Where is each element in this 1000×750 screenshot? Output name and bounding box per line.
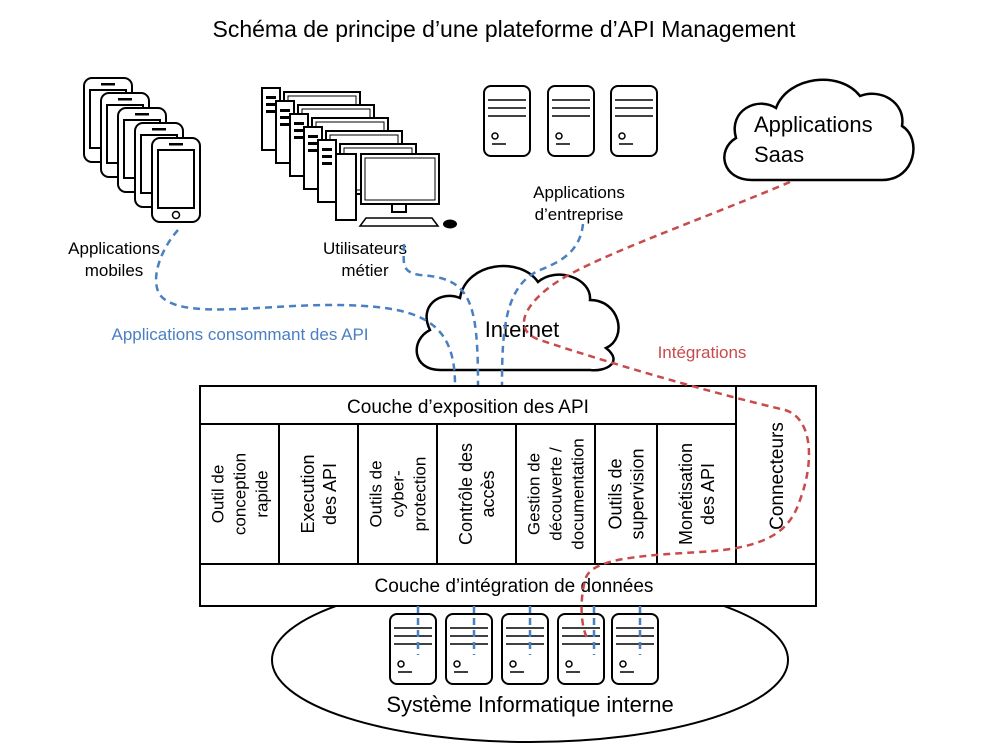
- enterprise-servers-icon: [483, 85, 658, 157]
- saas-apps-label-1: Applications: [754, 112, 873, 137]
- mobile-apps-label-2: mobiles: [85, 261, 144, 280]
- module-monitoring-line-2: supervision: [627, 448, 647, 539]
- module-api-execution-line-1: Execution: [298, 454, 318, 533]
- flow-mobile-to-exposure: [154, 229, 457, 386]
- modules-box: [199, 423, 737, 565]
- module-cyber-protection-line-1: Outils de: [366, 460, 385, 527]
- api-platform: [199, 385, 817, 607]
- saas-apps-label-2: Saas: [754, 142, 804, 167]
- enterprise-apps-label-1: Applications: [533, 183, 625, 202]
- consumer-flows: [154, 223, 642, 655]
- module-rapid-design-line-1: Outil de: [208, 465, 227, 524]
- flow-enterprise-to-exposure: [500, 223, 585, 386]
- connectors-label: Connecteurs: [767, 422, 788, 530]
- diagram-title: Schéma de principe d’une plateforme d’AP…: [212, 16, 796, 42]
- module-discovery-line-2: découverte /: [546, 447, 565, 541]
- module-dividers: [278, 424, 658, 564]
- flow-business-to-exposure: [402, 243, 480, 386]
- module-discovery-line-1: Gestion de: [524, 453, 543, 535]
- integrations-legend: Intégrations: [658, 343, 747, 362]
- desktop-computers-icon: [261, 87, 457, 229]
- mobile-phones-icon: [83, 77, 201, 223]
- internal-servers-icon: [389, 613, 659, 685]
- internet-label: Internet: [485, 317, 560, 342]
- consumers-legend: Applications consommant des API: [111, 325, 368, 344]
- business-users-label-2: métier: [341, 261, 389, 280]
- integration-layer-box: [199, 563, 817, 607]
- internet-cloud-icon: [415, 264, 620, 372]
- module-rapid-design-line-3: rapide: [252, 470, 271, 517]
- saas-cloud-icon: [723, 78, 915, 182]
- integration-layer-label: Couche d’intégration de données: [375, 576, 654, 597]
- module-monitoring-line-1: Outils de: [605, 458, 625, 529]
- mobile-apps-label-1: Applications: [68, 239, 160, 258]
- module-api-execution-line-2: des API: [320, 463, 340, 525]
- internal-system-label: Système Informatique interne: [386, 692, 673, 717]
- module-monetization-line-1: Monétisation: [676, 443, 696, 545]
- connectors-box: [735, 385, 817, 565]
- module-monetization-line-2: des API: [698, 463, 718, 525]
- module-discovery-line-3: documentation: [568, 438, 587, 550]
- exposure-layer-label: Couche d’exposition des API: [347, 397, 589, 418]
- module-cyber-protection-line-2: cyber-: [388, 470, 407, 517]
- module-access-control-line-2: accès: [478, 470, 498, 517]
- business-users-label-1: Utilisateurs: [323, 239, 407, 258]
- flow-saas-to-internal: [522, 180, 811, 641]
- module-cyber-protection-line-3: protection: [410, 457, 429, 532]
- enterprise-apps-label-2: d’entreprise: [535, 205, 624, 224]
- module-access-control-line-1: Contrôle des: [456, 443, 476, 545]
- module-rapid-design-line-2: conception: [230, 453, 249, 535]
